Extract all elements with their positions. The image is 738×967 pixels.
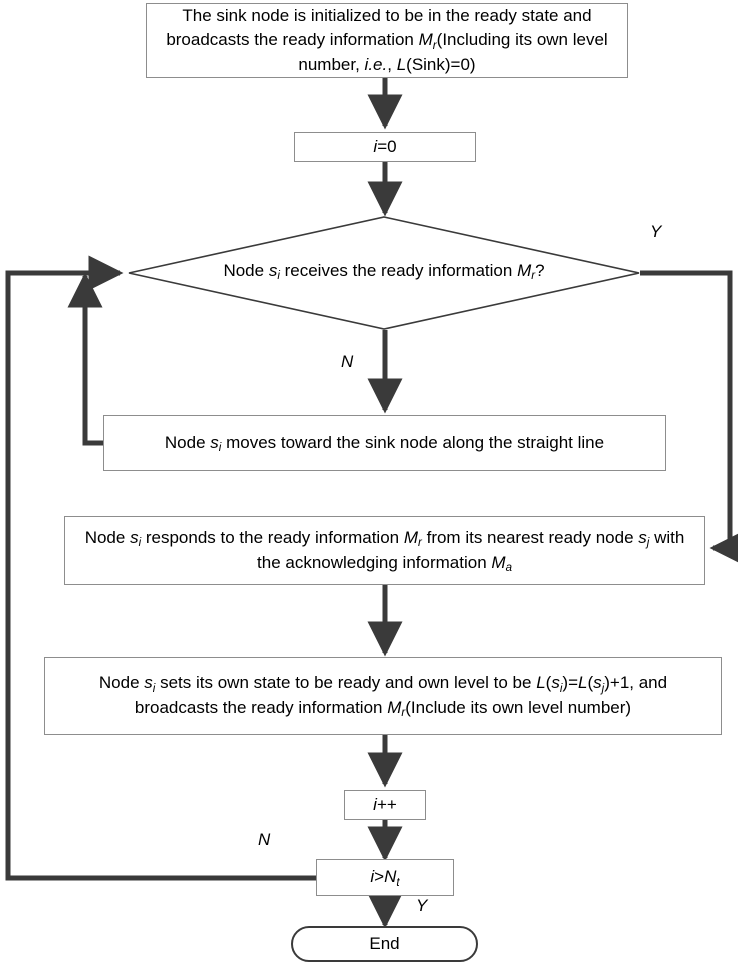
decision-diamond-shape xyxy=(128,216,640,330)
connector-decision-yes-to-responds xyxy=(640,270,738,566)
node-responds: Node si responds to the ready informatio… xyxy=(64,516,705,585)
node-moves-toward: Node si moves toward the sink node along… xyxy=(103,415,666,471)
node-end-text: End xyxy=(369,933,400,953)
node-sets-state-text: Node si sets its own state to be ready a… xyxy=(98,673,668,720)
node-moves-toward-text: Node si moves toward the sink node along… xyxy=(164,432,605,455)
node-decision-receives: Node si receives the ready information M… xyxy=(128,216,640,330)
node-responds-text: Node si responds to the ready informatio… xyxy=(84,527,685,574)
edge-label-decision-yes: Y xyxy=(650,222,662,241)
edge-label-count-yes: Y xyxy=(416,896,428,915)
node-increment: i++ xyxy=(344,790,426,820)
node-init-text: The sink node is initialized to be in th… xyxy=(166,5,608,74)
edge-label-count-no: N xyxy=(258,830,271,849)
node-i-zero-text: i=0 xyxy=(373,136,397,156)
edge-label-decision-no: N xyxy=(341,352,354,371)
node-decision-count: i>Nt xyxy=(316,859,454,896)
node-end: End xyxy=(291,926,478,962)
node-sets-state: Node si sets its own state to be ready a… xyxy=(44,657,722,735)
node-i-zero: i=0 xyxy=(294,132,476,162)
node-increment-text: i++ xyxy=(373,794,397,814)
node-decision-receives-text: Node si receives the ready information M… xyxy=(223,261,545,283)
connector-moves-feedback-to-decision xyxy=(67,272,103,446)
node-decision-count-text: i>Nt xyxy=(370,867,400,889)
node-init: The sink node is initialized to be in th… xyxy=(146,3,628,78)
